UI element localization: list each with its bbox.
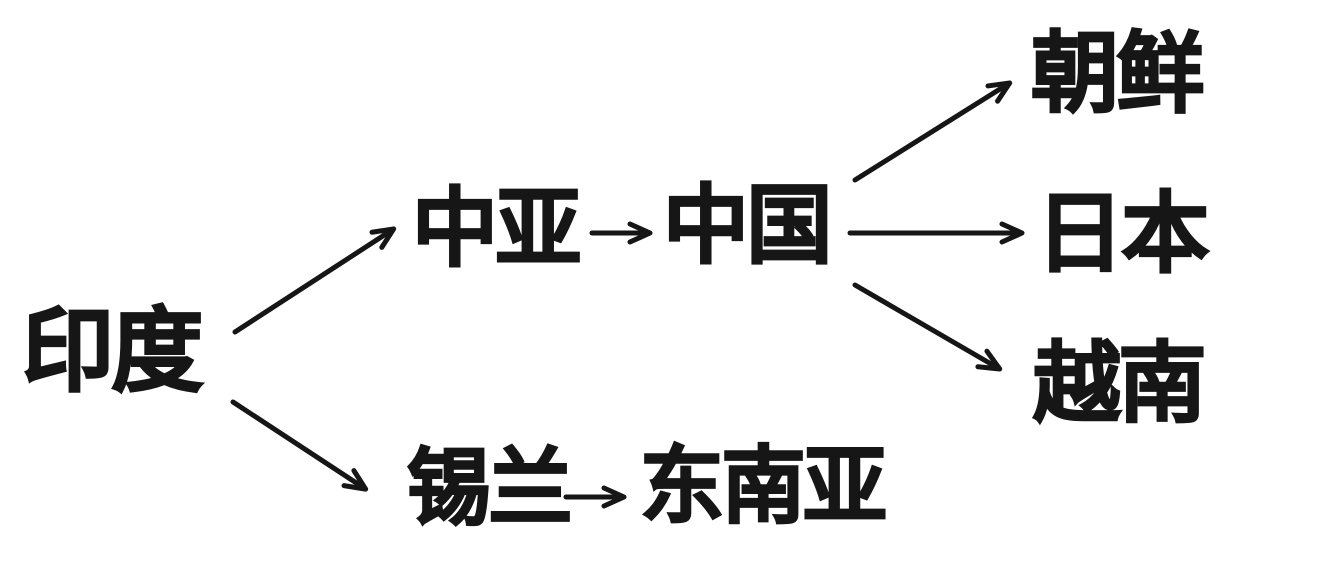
- arrow-india-to-ceylon: [230, 399, 369, 492]
- node-korea: 朝鲜: [1030, 24, 1205, 123]
- arrow-india-to-central-asia: [232, 226, 397, 335]
- node-vietnam: 越南: [1032, 334, 1207, 433]
- node-india: 印度: [21, 301, 204, 403]
- node-southeast-asia: 东南亚: [639, 439, 888, 533]
- arrow-china-to-korea: [852, 80, 1013, 183]
- node-ceylon: 锡兰: [406, 441, 573, 535]
- node-china: 中国: [662, 178, 833, 274]
- arrow-china-to-vietnam: [852, 282, 1003, 372]
- node-japan: 日本: [1035, 184, 1210, 283]
- node-central-asia: 中亚: [411, 181, 582, 277]
